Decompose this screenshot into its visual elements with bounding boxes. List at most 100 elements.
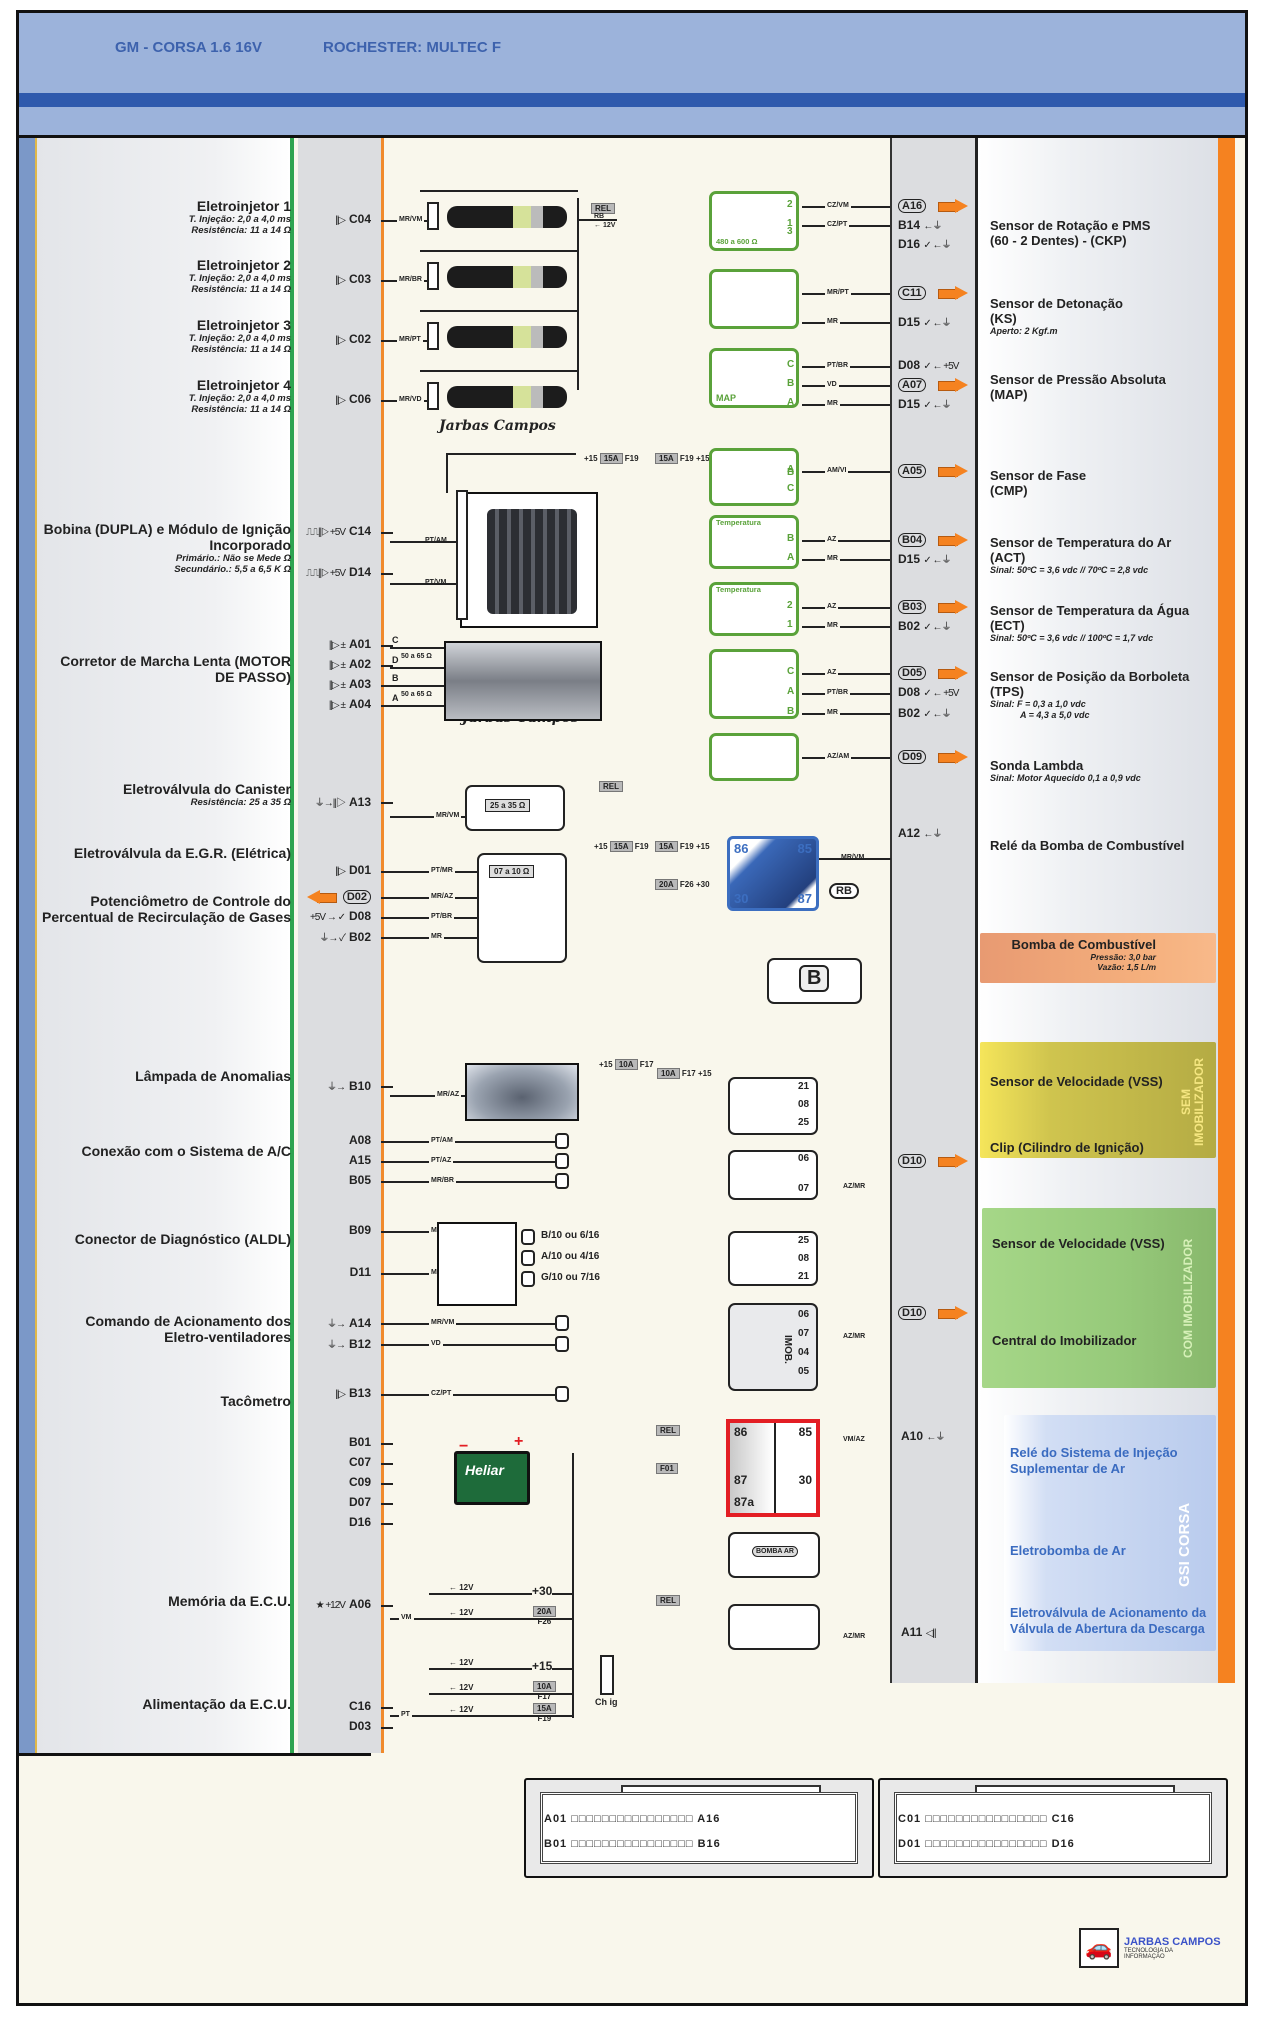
ecu-pin[interactable]: D16 ✓ ←⏚ <box>898 236 955 251</box>
idle-air-control-image <box>444 641 602 721</box>
ecu-pin[interactable]: B14 ←⏚ <box>898 217 945 232</box>
ecu-pin[interactable]: C07 <box>345 1455 371 1469</box>
ecu-pin[interactable]: B05 <box>345 1173 371 1187</box>
signal-arrow-icon <box>938 198 969 213</box>
ecu-pin[interactable]: D10 <box>898 1305 969 1320</box>
ecu-pin[interactable]: B04 <box>898 532 969 547</box>
ecu-pin[interactable]: D07 <box>345 1495 371 1509</box>
ecu-pin[interactable]: ||▷ ±A03 <box>329 677 371 691</box>
pin-id: B03 <box>898 600 927 614</box>
pin-symbol-icon: ||▷ <box>335 275 346 286</box>
ecu-pin[interactable]: ||▷C03 <box>335 272 371 286</box>
sensor-terminal: B <box>787 467 795 478</box>
connector-pin-icon <box>555 1386 569 1402</box>
pin-id: A07 <box>898 378 927 392</box>
sensor-terminal: B <box>787 533 795 544</box>
component-name: Lâmpada de Anomalias <box>135 1068 291 1084</box>
component-abbrev: (MAP) <box>990 387 1028 402</box>
ecu-pin[interactable]: ⏚→||▷A13 <box>315 794 371 809</box>
ecu-pin[interactable]: B01 <box>345 1435 371 1449</box>
ecu-pin[interactable]: D11 <box>346 1265 371 1279</box>
pin-wire <box>381 1323 393 1325</box>
sensor-symbol: 480 a 600 Ω <box>709 191 799 251</box>
sensor-wire: MR/PT <box>825 289 851 296</box>
ecu-pin[interactable]: D02 <box>307 889 371 904</box>
connector-pin-icon <box>555 1315 569 1331</box>
ecu-pin[interactable]: ||▷C02 <box>335 332 371 346</box>
ecu-pin[interactable]: B03 <box>898 599 969 614</box>
ecu-pin[interactable]: D15 ✓ ←⏚ <box>898 551 955 566</box>
ecu-pin[interactable]: +5V → ✓D08 <box>310 909 371 923</box>
ecu-pin[interactable]: ⏚→A14 <box>327 1315 371 1330</box>
ecu-pin[interactable]: D15 ✓ ←⏚ <box>898 396 955 411</box>
component-spec: A = 4,3 a 5,0 vdc <box>1020 710 1090 720</box>
sensor-wire: PT/BR <box>825 689 850 696</box>
ecu-pin[interactable]: D05 <box>898 665 969 680</box>
component-name: Tacômetro <box>220 1393 291 1409</box>
ecu-pin[interactable]: D16 <box>345 1515 371 1529</box>
ecu-pin[interactable]: ||▷C04 <box>335 212 371 226</box>
component-spec: Resistência: 11 a 14 Ω <box>191 344 291 355</box>
clip-label: Clip (Cilindro de Ignição) <box>990 1140 1144 1155</box>
pin-id: B14 <box>898 218 921 232</box>
ecu-pin[interactable]: A10 ←⏚ <box>901 1428 948 1443</box>
ecu-pin[interactable]: A07 <box>898 377 969 392</box>
injector-connector <box>427 202 439 230</box>
ecu-pin[interactable]: D15 ✓ ←⏚ <box>898 314 955 329</box>
ecu-pin[interactable]: C16 <box>345 1699 371 1713</box>
pin-id: B13 <box>348 1386 371 1400</box>
component-spec: T. Injeção: 2,0 a 4,0 ms <box>188 393 291 404</box>
ground-symbol-icon: ✓ ← +5V <box>923 688 959 699</box>
component-name: Sonda Lambda <box>990 758 1084 773</box>
ecu-pin[interactable]: ||▷B13 <box>335 1386 371 1400</box>
component-name: Memória da E.C.U. <box>168 1593 291 1609</box>
ecu-pin[interactable]: ||▷ ±A02 <box>329 657 371 671</box>
ecu-pin[interactable]: A16 <box>898 198 969 213</box>
wire <box>390 1323 555 1325</box>
ecu-pin[interactable]: D08 ✓ ← +5V <box>898 685 962 699</box>
ecu-pin[interactable]: C09 <box>345 1475 371 1489</box>
ecu-pin[interactable]: A05 <box>898 463 969 478</box>
pin-wire <box>381 400 393 402</box>
pin-wire <box>381 802 393 804</box>
sensor-device-text: Temperatura <box>716 585 761 594</box>
ecu-pin[interactable]: ⏚→ ✓B02 <box>319 929 371 944</box>
pin-symbol-icon: ||▷ <box>335 866 346 877</box>
pin-id: A01 <box>348 637 371 651</box>
ecu-pin[interactable]: C11 <box>898 285 968 300</box>
pin-wire <box>381 1344 393 1346</box>
sensor-wire: MR <box>825 318 840 325</box>
pin-symbol-icon: ||▷ <box>335 335 346 346</box>
ecu-pin[interactable]: D10 <box>898 1153 969 1168</box>
pin-symbol-icon: ⏚→ ✓ <box>319 933 346 944</box>
rail-label: +15 <box>532 1659 553 1673</box>
ecu-pin[interactable]: D09 <box>898 749 969 764</box>
ecu-pin[interactable]: B09 <box>345 1223 371 1237</box>
ecu-pin[interactable]: ⏚→B10 <box>327 1078 371 1093</box>
ecu-pin[interactable]: ||▷ ±A01 <box>329 637 371 651</box>
ecu-pin[interactable]: ||▷ ±A04 <box>329 697 371 711</box>
signal-arrow-icon <box>307 890 337 904</box>
ecu-pin[interactable]: ||▷C06 <box>335 392 371 406</box>
pin-symbol-icon: ⏚→ <box>326 1340 346 1351</box>
ecu-pin[interactable]: A11 ◁|| <box>901 1625 940 1639</box>
ecu-pin[interactable]: B02 ✓ ←⏚ <box>898 705 955 720</box>
ecu-pin[interactable]: A08 <box>345 1133 371 1147</box>
ecu-pin[interactable]: D03 <box>345 1719 371 1733</box>
ecu-pin[interactable]: D08 ✓ ← +5V <box>898 358 962 372</box>
pin-wire <box>381 1181 393 1183</box>
wire <box>802 385 890 387</box>
ecu-pin[interactable]: A12 ←⏚ <box>898 825 945 840</box>
iac-terminal: A <box>392 693 399 703</box>
wire <box>390 647 444 649</box>
pin-id: A03 <box>348 677 371 691</box>
ecu-pin[interactable]: A15 <box>345 1153 371 1167</box>
ecu-pin[interactable]: ||▷D01 <box>335 863 371 877</box>
gsi-pump-label: Eletrobomba de Ar <box>1010 1543 1126 1558</box>
ecu-pin[interactable]: B02 ✓ ←⏚ <box>898 618 955 633</box>
ecu-pin[interactable]: ⏚→B12 <box>327 1336 371 1351</box>
